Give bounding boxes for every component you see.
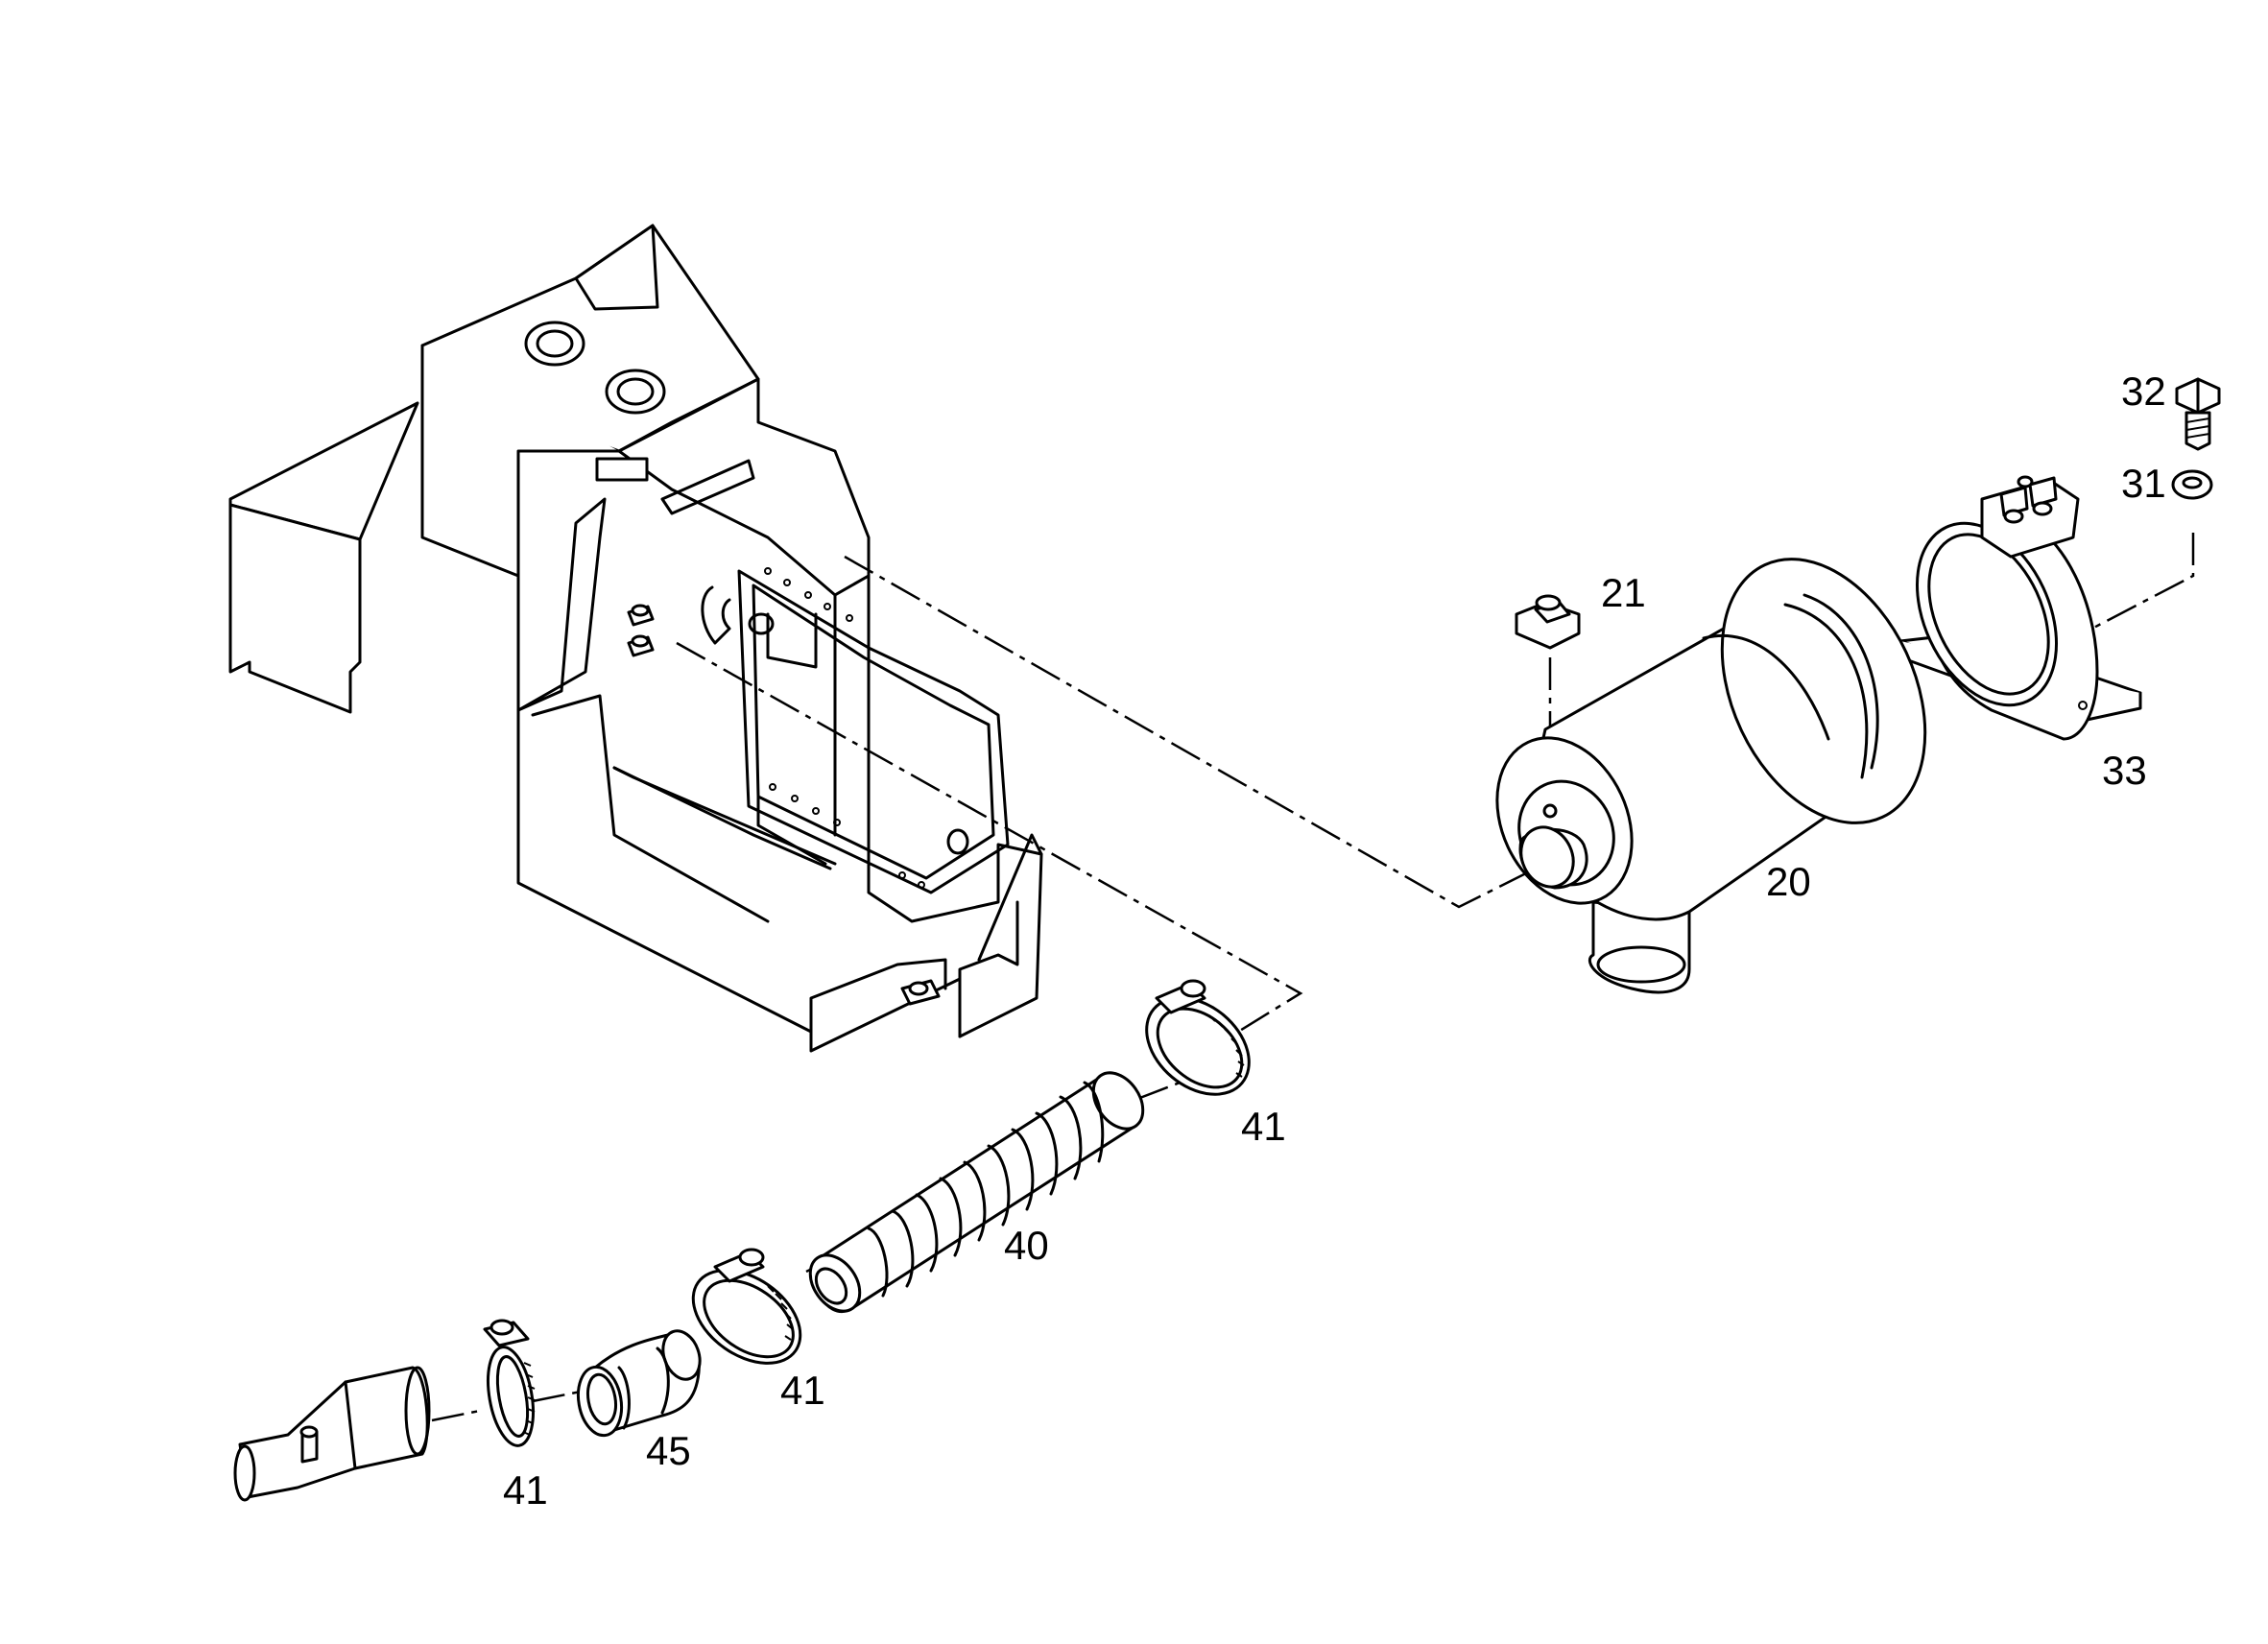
nut-part-21 (1515, 594, 1581, 650)
callout-labels: 32 31 21 33 20 41 40 41 45 41 (503, 369, 2166, 1513)
corrugated-hose-part-40 (808, 1071, 1145, 1314)
grommet-2 (605, 369, 666, 415)
callout-31: 31 (2121, 461, 2166, 506)
wall-nut-2 (627, 634, 655, 657)
washer-part-31 (2171, 469, 2213, 500)
frame-nut (900, 979, 941, 1006)
mounting-clamp-bracket-part-33 (1898, 475, 2142, 741)
callout-21: 21 (1601, 570, 1646, 615)
rim-holes (764, 567, 925, 889)
callout-41-middle: 41 (780, 1368, 825, 1413)
callout-41-upper: 41 (1241, 1104, 1286, 1149)
frame-housing (228, 224, 1043, 1053)
callout-41-lower: 41 (503, 1467, 548, 1513)
wall-nut-1 (627, 604, 655, 627)
callout-20: 20 (1766, 859, 1811, 904)
grommet-1 (524, 321, 585, 367)
air-filter-part-20 (1495, 558, 1927, 994)
elbow-sleeve-part-45 (576, 1329, 702, 1438)
callout-33: 33 (2102, 748, 2147, 793)
hose-clamp-upper-part-41 (1145, 979, 1251, 1096)
callout-32: 32 (2121, 369, 2166, 414)
hose-clamp-lower-part-41 (483, 1319, 536, 1447)
callout-40: 40 (1004, 1223, 1049, 1268)
hose-clamp-middle-part-41 (691, 1248, 802, 1365)
intake-adapter (233, 1366, 431, 1502)
bolt-part-32 (2175, 377, 2221, 451)
callout-45: 45 (646, 1428, 691, 1473)
